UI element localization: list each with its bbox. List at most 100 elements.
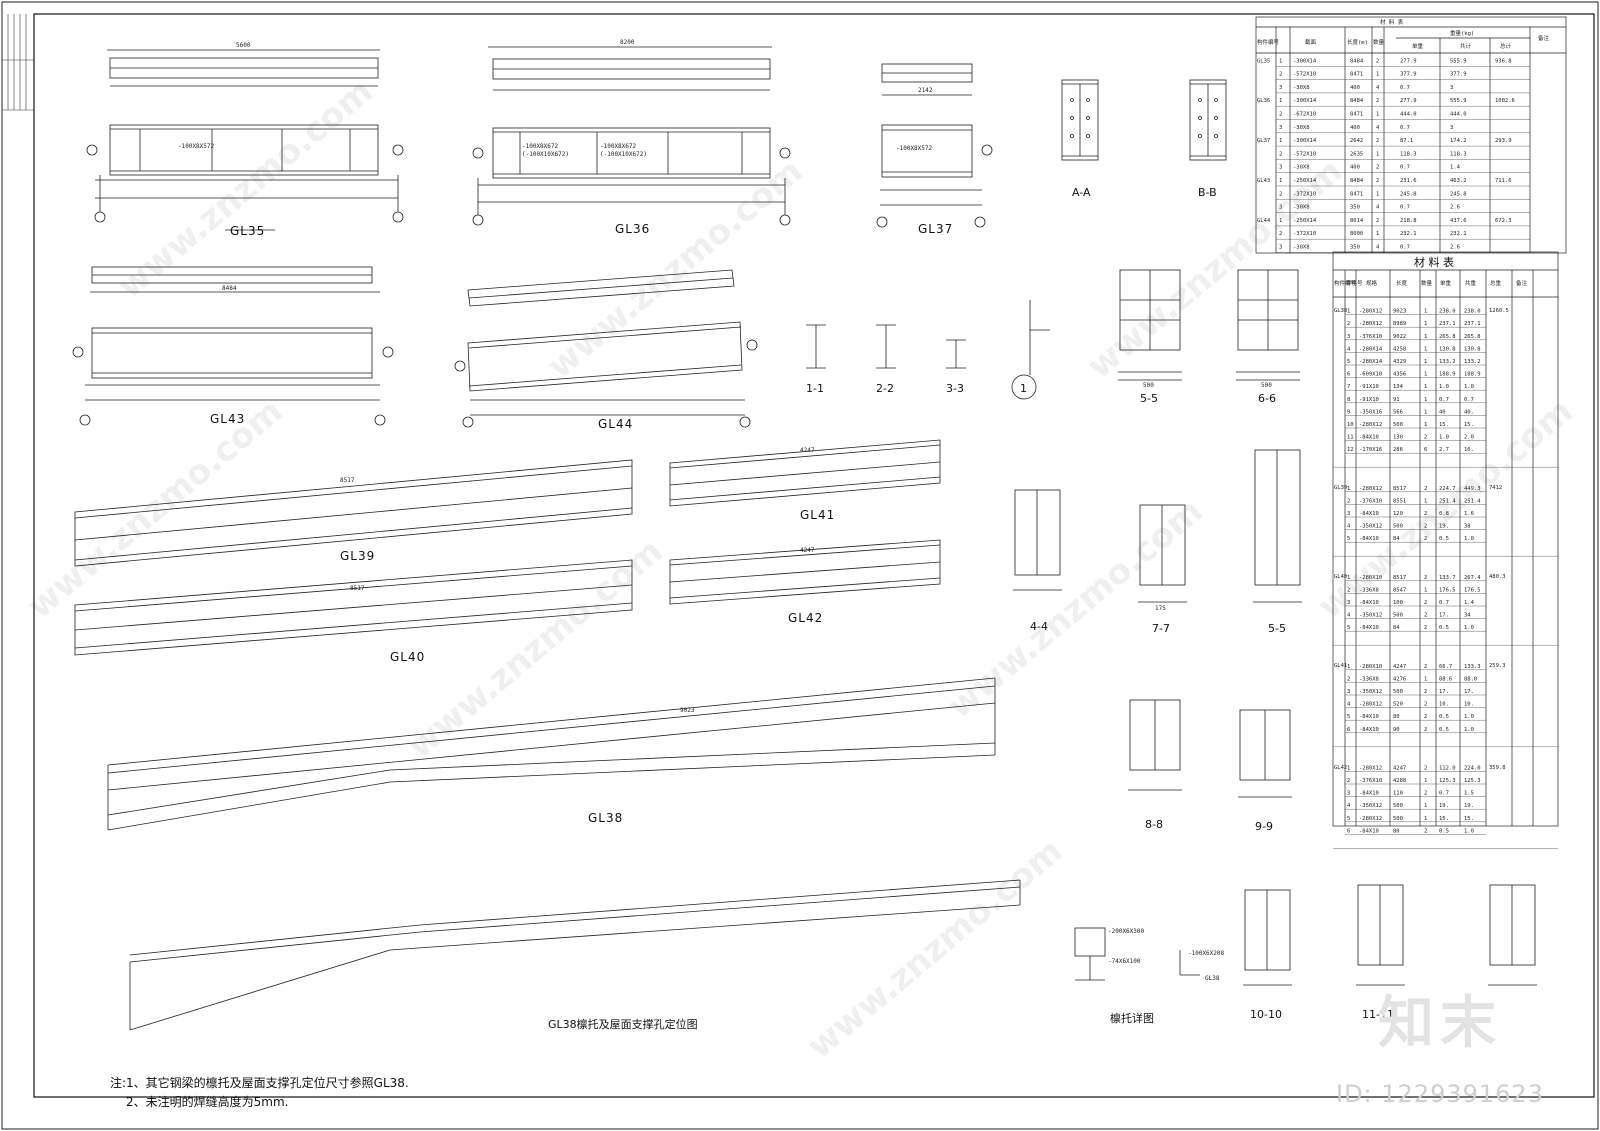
table2-group-total: 259.3 bbox=[1489, 663, 1506, 669]
table1-cell: 2642 bbox=[1350, 138, 1363, 144]
table2-cell: 1.0 bbox=[1439, 384, 1449, 390]
section-55a-title: 5-5 bbox=[1140, 392, 1158, 405]
section-11-title: 1-1 bbox=[806, 382, 824, 395]
note-2: 2、未注明的焊缝高度为5mm. bbox=[126, 1095, 289, 1109]
gl43-drawing bbox=[72, 266, 394, 426]
table1-cell: 8484 bbox=[1350, 98, 1364, 104]
table2-cell: 66.7 bbox=[1439, 664, 1452, 670]
table2-cell: -350X12 bbox=[1359, 803, 1382, 809]
section-1111-drawing bbox=[1356, 884, 1405, 986]
table2-cell: 0.5 bbox=[1439, 714, 1449, 720]
table1-h8: 备注 bbox=[1538, 34, 1550, 42]
section-44-drawing bbox=[1013, 489, 1062, 591]
table2-cell: 1 bbox=[1424, 803, 1427, 809]
material-table-2 bbox=[1332, 251, 1559, 827]
table2-group-id: GL38 bbox=[1334, 308, 1347, 314]
table2-cell: 100 bbox=[1393, 600, 1403, 606]
table2-cell: 7 bbox=[1347, 384, 1350, 390]
gl41-title: GL41 bbox=[800, 508, 835, 522]
section-1212-drawing bbox=[1488, 884, 1537, 986]
table2-cell: 8517 bbox=[1393, 575, 1406, 581]
table2-cell: 110 bbox=[1393, 791, 1403, 797]
table2-cell: 80 bbox=[1393, 828, 1400, 834]
section-55b-title: 5-5 bbox=[1268, 622, 1286, 635]
table2-cell: -609X10 bbox=[1359, 372, 1382, 378]
table2-cell: 500 bbox=[1393, 816, 1403, 822]
table2-cell: -280X10 bbox=[1359, 664, 1382, 670]
gl35-dim: 5600 bbox=[236, 42, 251, 49]
table1-cell: 1 bbox=[1279, 98, 1282, 104]
gl36-dim: 8200 bbox=[620, 39, 635, 46]
section-99-drawing bbox=[1238, 709, 1292, 798]
table1-cell: 8471 bbox=[1350, 191, 1363, 197]
table2-cell: 188.9 bbox=[1464, 372, 1481, 378]
gl41-dim: 4247 bbox=[800, 447, 815, 454]
table1-cell: 4 bbox=[1376, 245, 1380, 251]
table1-cell: -300X14 bbox=[1293, 98, 1317, 104]
table2-cell: 134 bbox=[1393, 384, 1404, 390]
table1-cell: 400 bbox=[1350, 165, 1360, 171]
table1-cell: 4 bbox=[1376, 85, 1380, 91]
table2-cell: 10. bbox=[1464, 702, 1474, 708]
table2-cell: 11 bbox=[1347, 435, 1354, 441]
table1-cell: 377.9 bbox=[1400, 72, 1417, 78]
gl39-title: GL39 bbox=[340, 549, 375, 563]
table1-cell: 4 bbox=[1376, 125, 1380, 131]
table2-cell: 237.1 bbox=[1439, 321, 1456, 327]
section-44-title: 4-4 bbox=[1030, 620, 1048, 633]
table1-cell: 8000 bbox=[1350, 231, 1363, 237]
table1-cell: GL44 bbox=[1257, 218, 1271, 224]
inner-border bbox=[33, 13, 1595, 1098]
table2-cell: 4276 bbox=[1393, 676, 1406, 682]
table2-cell: -84X10 bbox=[1359, 536, 1379, 542]
section-66-drawing bbox=[1236, 269, 1300, 381]
table1-cell: 1 bbox=[1376, 112, 1379, 118]
gl36-title: GL36 bbox=[615, 222, 650, 236]
table2-cell: 1 bbox=[1424, 309, 1427, 315]
gl42-drawing bbox=[669, 539, 941, 605]
table1-cell: 1002.6 bbox=[1495, 98, 1515, 104]
table2-group-total: 7412 bbox=[1489, 485, 1502, 491]
table2-cell: 500 bbox=[1393, 803, 1403, 809]
table2-cell: 130.8 bbox=[1439, 346, 1456, 352]
table1-cell: 293.9 bbox=[1495, 138, 1512, 144]
gl43-dim: 8484 bbox=[222, 285, 237, 292]
table2-cell: 112.0 bbox=[1439, 765, 1456, 771]
table1-cell: -30X8 bbox=[1293, 205, 1310, 211]
purlin-member-b: -74X6X100 bbox=[1108, 958, 1141, 965]
detail-1-drawing bbox=[1011, 300, 1050, 400]
section-55a-drawing bbox=[1118, 269, 1182, 381]
table1-h1: 截面 bbox=[1305, 38, 1317, 46]
table2-cell: 500 bbox=[1393, 613, 1403, 619]
table2-cell: 125.3 bbox=[1439, 778, 1456, 784]
table1-cell: -30X8 bbox=[1293, 125, 1310, 131]
table2-cell: 176.5 bbox=[1464, 587, 1481, 593]
table1-cell: 2 bbox=[1376, 165, 1379, 171]
table2-cell: 1.0 bbox=[1464, 714, 1474, 720]
table2-cell: 120 bbox=[1393, 511, 1403, 517]
table1-cell: 87.1 bbox=[1400, 138, 1413, 144]
table2-cell: 0.5 bbox=[1439, 536, 1449, 542]
table2-cell: -376X10 bbox=[1359, 334, 1382, 340]
gl44-drawing bbox=[454, 269, 758, 428]
table2-cell: 267.4 bbox=[1464, 575, 1481, 581]
table2-cell: 6 bbox=[1347, 372, 1350, 378]
table1-cell: 118.3 bbox=[1450, 151, 1467, 157]
table2-cell: 1.0 bbox=[1464, 727, 1474, 733]
svg-text:www.znzmo.com: www.znzmo.com bbox=[110, 71, 380, 307]
table2-cell: 2 bbox=[1347, 676, 1350, 682]
table2-cell: 1 bbox=[1424, 498, 1427, 504]
gl41-drawing bbox=[669, 439, 941, 507]
table1-cell: -30X8 bbox=[1293, 165, 1310, 171]
table2-cell: 4 bbox=[1347, 702, 1351, 708]
table2-cell: 16. bbox=[1464, 447, 1474, 453]
table2-cell: 3 bbox=[1347, 600, 1350, 606]
table2-cell: 3 bbox=[1347, 334, 1350, 340]
table2-cell: 5 bbox=[1347, 625, 1350, 631]
table2-cell: -376X10 bbox=[1359, 778, 1382, 784]
table2-cell: 0.7 bbox=[1439, 397, 1449, 403]
table2-cell: -170X16 bbox=[1359, 447, 1382, 453]
table1-cell: -372X10 bbox=[1293, 191, 1316, 197]
table2-cell: 2 bbox=[1347, 587, 1350, 593]
